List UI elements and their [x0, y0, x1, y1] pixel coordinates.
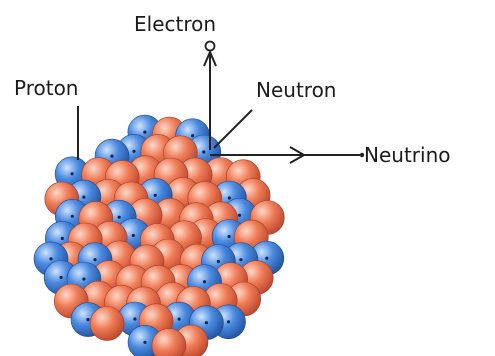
proton-charge-dot	[178, 318, 181, 321]
proton-charge-dot	[118, 216, 121, 219]
neutrino-label: Neutrino	[364, 145, 450, 165]
proton-charge-dot	[93, 258, 96, 261]
proton-charge-dot	[217, 260, 220, 263]
electron-particle	[206, 42, 215, 51]
proton-charge-dot	[132, 234, 135, 237]
proton-charge-dot	[154, 194, 157, 197]
proton-charge-dot	[227, 320, 230, 323]
proton-charge-dot	[82, 277, 85, 280]
proton-label: Proton	[14, 78, 78, 98]
proton-charge-dot	[239, 258, 242, 261]
neutron-sphere	[90, 307, 124, 341]
proton-charge-dot	[143, 131, 146, 134]
proton-charge-dot	[228, 235, 231, 238]
proton-charge-dot	[265, 257, 268, 260]
proton-charge-dot	[133, 317, 136, 320]
proton-charge-dot	[228, 196, 231, 199]
proton-charge-dot	[49, 257, 52, 260]
proton-charge-dot	[71, 215, 74, 218]
proton-charge-dot	[71, 172, 74, 175]
electron-label: Electron	[134, 14, 216, 34]
proton-charge-dot	[238, 214, 241, 217]
proton-charge-dot	[86, 318, 89, 321]
proton-charge-dot	[132, 150, 135, 153]
proton-charge-dot	[60, 276, 63, 279]
nucleus	[34, 115, 284, 356]
proton-charge-dot	[203, 280, 206, 283]
proton-charge-dot	[205, 321, 208, 324]
proton-charge-dot	[202, 150, 205, 153]
proton-charge-dot	[191, 134, 194, 137]
proton-charge-dot	[110, 155, 113, 158]
neutron-leader-line	[214, 110, 252, 148]
proton-charge-dot	[82, 196, 85, 199]
proton-charge-dot	[61, 237, 64, 240]
proton-charge-dot	[143, 341, 146, 344]
neutron-label: Neutron	[256, 80, 336, 100]
